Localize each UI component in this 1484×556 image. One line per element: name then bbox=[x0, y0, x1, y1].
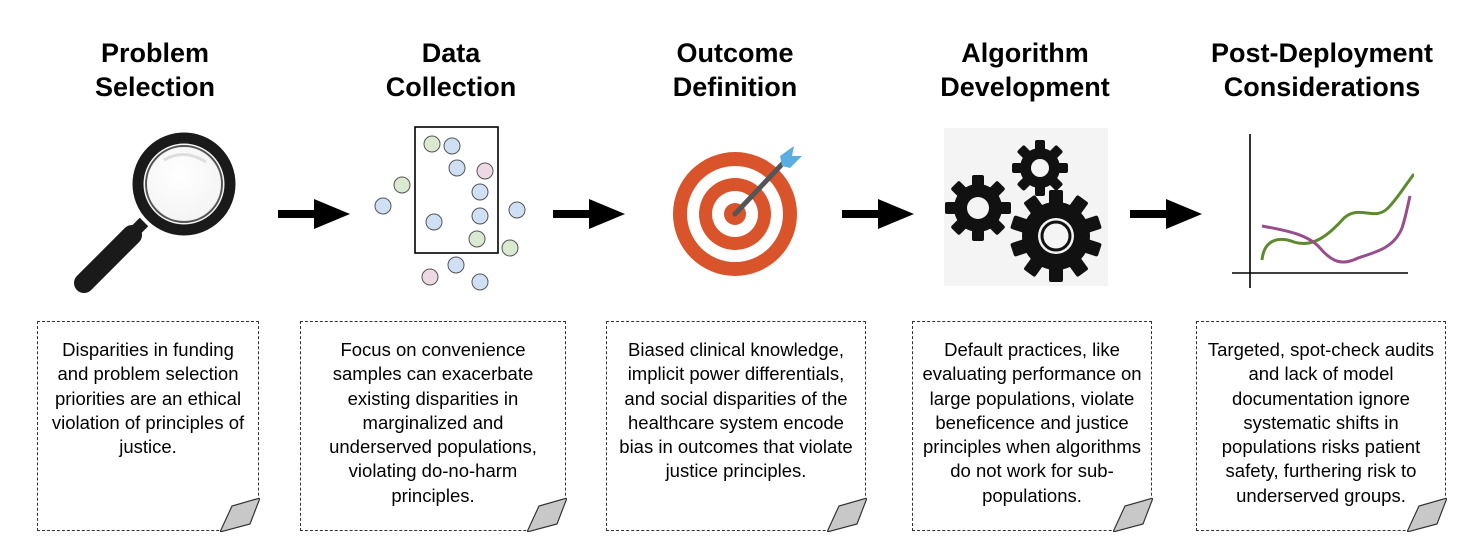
description-text: Disparities in funding and problem selec… bbox=[51, 339, 245, 458]
scattered-data-points-icon bbox=[374, 126, 526, 291]
stage-title: Problem Selection bbox=[94, 38, 216, 102]
arrow-right-icon bbox=[842, 199, 914, 229]
description-note: Targeted, spot-check audits and lack of … bbox=[1196, 321, 1447, 532]
description-note: Biased clinical knowledge, implicit powe… bbox=[606, 321, 867, 532]
target-icon bbox=[673, 146, 802, 276]
description-note: Focus on convenience samples can exacerb… bbox=[300, 321, 567, 532]
arrow-right-icon bbox=[1130, 199, 1202, 229]
description-note: Default practices, like evaluating perfo… bbox=[912, 321, 1153, 532]
page-fold-icon bbox=[1407, 498, 1447, 532]
page-fold-icon bbox=[527, 498, 567, 532]
description-text: Default practices, like evaluating perfo… bbox=[922, 339, 1142, 506]
stage-title: Data Collection bbox=[385, 38, 517, 102]
stage-title: Algorithm Development bbox=[940, 38, 1110, 102]
arrow-right-icon bbox=[553, 199, 625, 229]
stage-title: Outcome Definition bbox=[672, 38, 798, 102]
page-fold-icon bbox=[220, 498, 260, 532]
page-fold-icon bbox=[827, 498, 867, 532]
stage-title: Post-Deployment Considerations bbox=[1210, 38, 1434, 102]
magnifying-glass-icon bbox=[74, 132, 236, 293]
line-chart-icon bbox=[1232, 134, 1414, 288]
description-text: Focus on convenience samples can exacerb… bbox=[329, 339, 537, 506]
gears-icon bbox=[944, 128, 1108, 286]
description-text: Targeted, spot-check audits and lack of … bbox=[1207, 339, 1435, 506]
page-fold-icon bbox=[1113, 498, 1153, 532]
description-text: Biased clinical knowledge, implicit powe… bbox=[619, 339, 853, 482]
description-note: Disparities in funding and problem selec… bbox=[37, 321, 260, 532]
arrow-right-icon bbox=[278, 199, 350, 229]
